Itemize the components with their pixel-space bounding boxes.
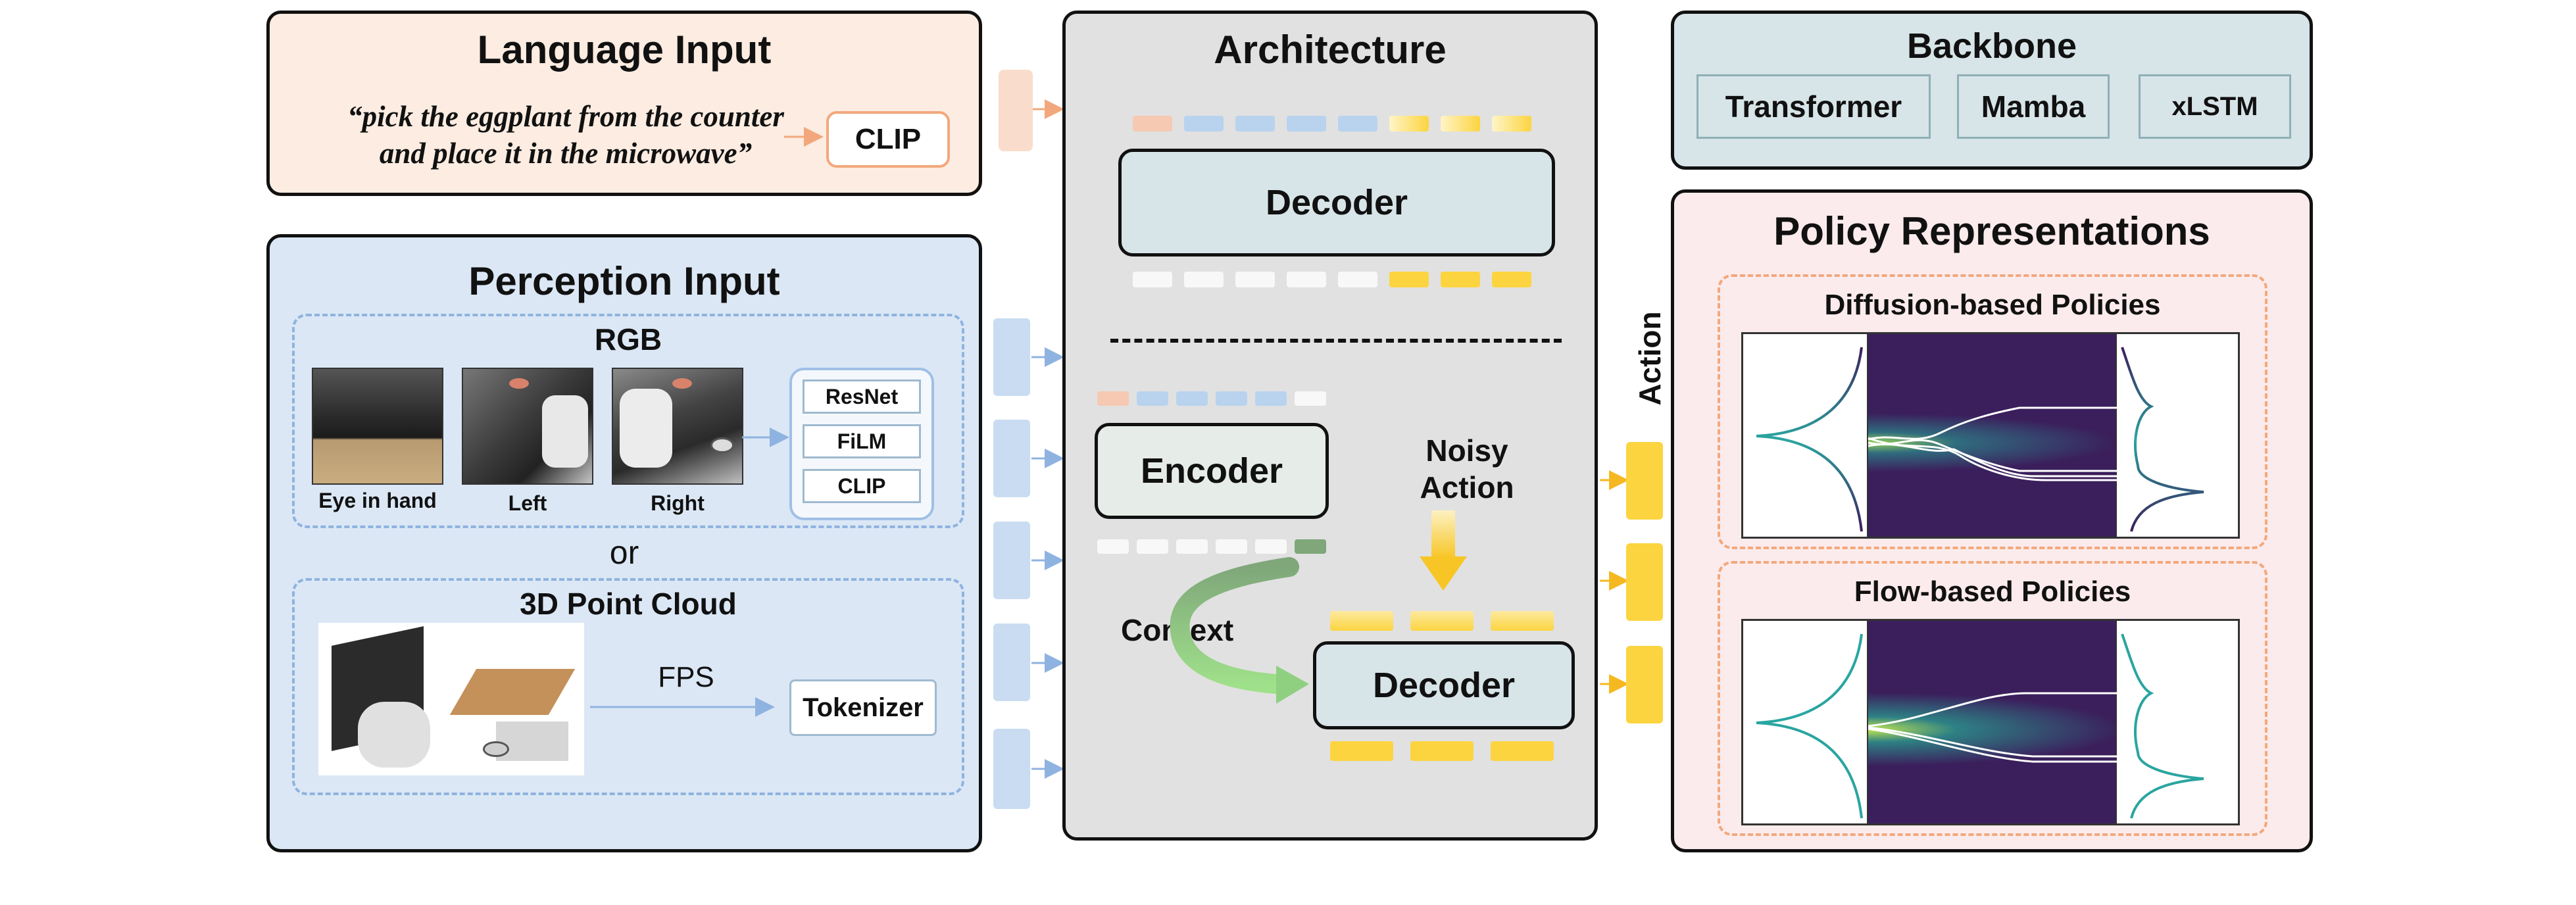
enc-out-token	[1097, 539, 1129, 554]
noisy-action-label: Noisy Action	[1401, 432, 1533, 506]
camera-label-eye-in-hand: Eye in hand	[318, 489, 437, 512]
architecture-title: Architecture	[1214, 28, 1447, 72]
dec-out-token	[1410, 741, 1474, 761]
diffusion-curves	[1756, 347, 2204, 532]
backbone-transformer: Transformer	[1697, 74, 1931, 139]
flow-density	[1867, 621, 2118, 823]
instruction-line-1: “pick the eggplant from the counter	[347, 100, 784, 133]
diffusion-density	[1867, 334, 2118, 537]
dec-in-token	[1410, 611, 1474, 631]
flow-curves	[1756, 633, 2204, 819]
enc-out-token	[1137, 539, 1168, 554]
action-token-1	[1626, 442, 1663, 520]
resnet-box: ResNet	[803, 379, 921, 414]
dec-in-token	[1491, 611, 1554, 631]
tokenizer-box: Tokenizer	[789, 679, 937, 736]
arch-out-token	[1184, 272, 1224, 287]
dec-out-token	[1330, 741, 1393, 761]
enc-in-token-blank	[1295, 391, 1326, 406]
action-token-2	[1626, 543, 1663, 621]
backbone-panel: Backbone Transformer Mamba xLSTM	[1671, 11, 2313, 170]
enc-in-token-obs	[1216, 391, 1247, 406]
noisy-action-line-1: Noisy	[1425, 433, 1508, 468]
arch-out-token-action	[1441, 272, 1480, 287]
left-camera-image	[462, 368, 593, 485]
clip-box: CLIP	[803, 469, 921, 503]
arch-top-token-obs	[1184, 116, 1224, 132]
encoder-box: Encoder	[1095, 423, 1329, 519]
diffusion-plot	[1741, 332, 2240, 539]
action-token-3	[1626, 646, 1663, 723]
rgb-group: RGB Eye in hand Left Right ResNet FiLM C…	[292, 314, 964, 528]
arch-out-token-action	[1492, 272, 1531, 287]
arch-top-token-obs	[1338, 116, 1377, 132]
enc-in-token-lang	[1097, 391, 1129, 406]
flow-plot	[1741, 619, 2240, 825]
arch-top-token-action	[1389, 116, 1429, 132]
arch-top-token-obs	[1235, 116, 1275, 132]
arch-top-token-action	[1441, 116, 1480, 132]
arch-out-token	[1133, 272, 1172, 287]
enc-in-token-obs	[1176, 391, 1208, 406]
fps-label: FPS	[658, 661, 714, 693]
point-cloud-title: 3D Point Cloud	[520, 587, 737, 621]
perception-input-panel: Perception Input RGB Eye in hand Left Ri…	[266, 234, 982, 852]
dec-out-token	[1491, 741, 1554, 761]
perception-token-4	[993, 624, 1030, 701]
language-token	[999, 70, 1033, 151]
arch-top-token-lang	[1133, 116, 1172, 132]
perception-token-5	[993, 729, 1030, 809]
decoder-top-box: Decoder	[1118, 149, 1555, 257]
rgb-title: RGB	[594, 322, 662, 356]
architecture-panel: Architecture Decoder Encoder Noisy Actio…	[1062, 11, 1598, 841]
arch-out-token	[1287, 272, 1326, 287]
noisy-action-line-2: Action	[1420, 470, 1514, 504]
film-box: FiLM	[803, 424, 921, 458]
enc-out-token	[1255, 539, 1287, 554]
language-clip-box: CLIP	[826, 111, 950, 168]
diffusion-title: Diffusion-based Policies	[1824, 289, 2161, 321]
language-instruction: “pick the eggplant from the counter and …	[280, 98, 852, 172]
arch-top-token-obs	[1287, 116, 1326, 132]
camera-label-left: Left	[508, 491, 547, 515]
language-input-title: Language Input	[477, 28, 772, 72]
backbone-xlstm: xLSTM	[2139, 74, 2291, 139]
enc-in-token-obs	[1255, 391, 1287, 406]
flow-title: Flow-based Policies	[1854, 575, 2131, 608]
enc-out-token	[1176, 539, 1208, 554]
language-input-panel: Language Input “pick the eggplant from t…	[266, 11, 982, 196]
decoder-bottom-box: Decoder	[1313, 641, 1575, 729]
policy-title: Policy Representations	[1773, 209, 2210, 253]
enc-out-token	[1216, 539, 1247, 554]
arch-out-token	[1338, 272, 1377, 287]
arch-out-token	[1235, 272, 1275, 287]
point-cloud-group: 3D Point Cloud FPS Tokenizer	[292, 578, 964, 795]
enc-in-token-obs	[1137, 391, 1168, 406]
perception-token-2	[993, 420, 1030, 497]
dec-in-token	[1330, 611, 1393, 631]
camera-label-right: Right	[651, 491, 705, 515]
arch-top-token-action	[1492, 116, 1531, 132]
architecture-divider	[1110, 339, 1562, 343]
or-label: or	[609, 534, 639, 571]
perception-token-1	[993, 318, 1030, 396]
perception-input-title: Perception Input	[468, 259, 780, 303]
enc-out-token-context	[1295, 539, 1326, 554]
perception-token-3	[993, 522, 1030, 599]
eye-in-hand-image	[312, 368, 443, 485]
instruction-line-2: and place it in the microwave”	[379, 137, 753, 170]
point-cloud-image	[318, 623, 584, 775]
diffusion-group: Diffusion-based Policies	[1718, 274, 2267, 549]
policy-panel: Policy Representations Diffusion-based P…	[1671, 189, 2313, 852]
backbone-title: Backbone	[1906, 26, 2077, 66]
backbone-mamba: Mamba	[1957, 74, 2110, 139]
rgb-encoders-group: ResNet FiLM CLIP	[789, 368, 934, 520]
arch-out-token-action	[1389, 272, 1429, 287]
flow-group: Flow-based Policies	[1718, 561, 2267, 836]
right-camera-image	[612, 368, 743, 485]
